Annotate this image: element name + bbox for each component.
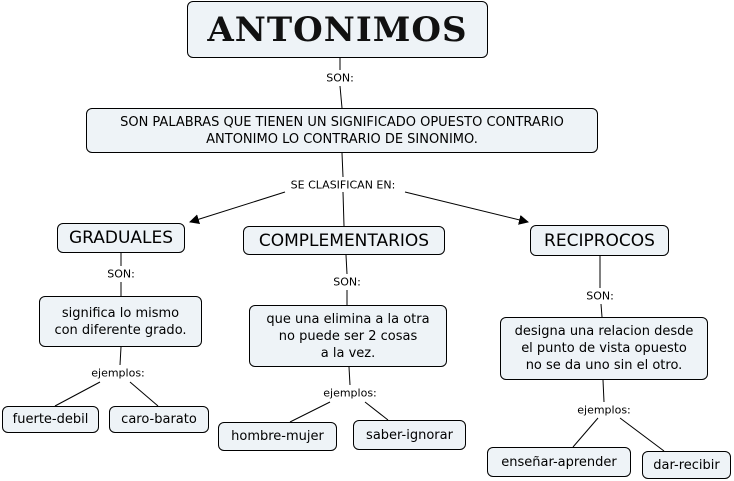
example-text: saber-ignorar [366, 427, 453, 443]
link-line [600, 303, 603, 318]
category-label: COMPLEMENTARIOS [258, 230, 430, 251]
link-line [341, 152, 344, 178]
link-line [289, 401, 331, 423]
link-label-son: SON: [324, 71, 356, 85]
example-text: caro-barato [121, 412, 197, 427]
link-label-son: SON: [584, 289, 616, 303]
category-reciprocos[interactable]: RECIPROCOS [530, 225, 669, 256]
description-reciprocos[interactable]: designa una relacion desde el punto de v… [500, 317, 708, 380]
link-line [619, 417, 665, 452]
link-line [54, 381, 101, 407]
category-complementarios[interactable]: COMPLEMENTARIOS [243, 226, 445, 255]
description-text: designa una relacion desde el punto de v… [514, 324, 694, 373]
arrow-to-graduales [189, 191, 286, 225]
example-text: hombre-mujer [231, 429, 324, 444]
description-text: significa lo mismo con diferente grado. [54, 305, 187, 338]
link-label-son: SON: [331, 275, 363, 289]
link-label-ejemplos: ejemplos: [575, 403, 633, 417]
definition-node[interactable]: SON PALABRAS QUE TIENEN UN SIGNIFICADO O… [86, 108, 598, 153]
title-node[interactable]: ANTONIMOS [187, 1, 488, 58]
link-line [339, 85, 343, 109]
link-label-son: SON: [105, 267, 137, 281]
category-graduales[interactable]: GRADUALES [57, 223, 185, 253]
example-dar-recibir[interactable]: dar-recibir [642, 451, 731, 479]
link-line [342, 191, 345, 227]
example-text: dar-recibir [653, 457, 720, 473]
example-saber-ignorar[interactable]: saber-ignorar [353, 420, 466, 450]
link-line [572, 417, 599, 448]
link-line [348, 366, 351, 386]
link-label-ejemplos: ejemplos: [89, 366, 147, 380]
link-label-se-clasifican: SE CLASIFICAN EN: [288, 178, 398, 192]
link-line [364, 401, 389, 421]
link-label-ejemplos: ejemplos: [321, 386, 379, 400]
example-ensenar-aprender[interactable]: enseñar-aprender [487, 447, 631, 477]
description-complementarios[interactable]: que una elimina a la otra no puede ser 2… [249, 305, 447, 367]
example-text: fuerte-debil [12, 412, 89, 427]
example-fuerte-debil[interactable]: fuerte-debil [2, 406, 99, 433]
description-graduales[interactable]: significa lo mismo con diferente grado. [39, 296, 202, 347]
link-line [345, 254, 348, 275]
definition-text: SON PALABRAS QUE TIENEN UN SIGNIFICADO O… [120, 114, 564, 147]
category-label: RECIPROCOS [544, 230, 655, 251]
link-line [129, 381, 159, 407]
category-label: GRADUALES [68, 228, 174, 248]
description-text: que una elimina a la otra no puede ser 2… [266, 311, 430, 361]
title-text: ANTONIMOS [207, 9, 468, 50]
example-caro-barato[interactable]: caro-barato [109, 406, 209, 433]
link-line [602, 379, 605, 403]
arrow-to-reciprocos [404, 191, 529, 225]
example-hombre-mujer[interactable]: hombre-mujer [218, 422, 337, 451]
link-line [119, 346, 122, 366]
example-text: enseñar-aprender [501, 454, 617, 470]
